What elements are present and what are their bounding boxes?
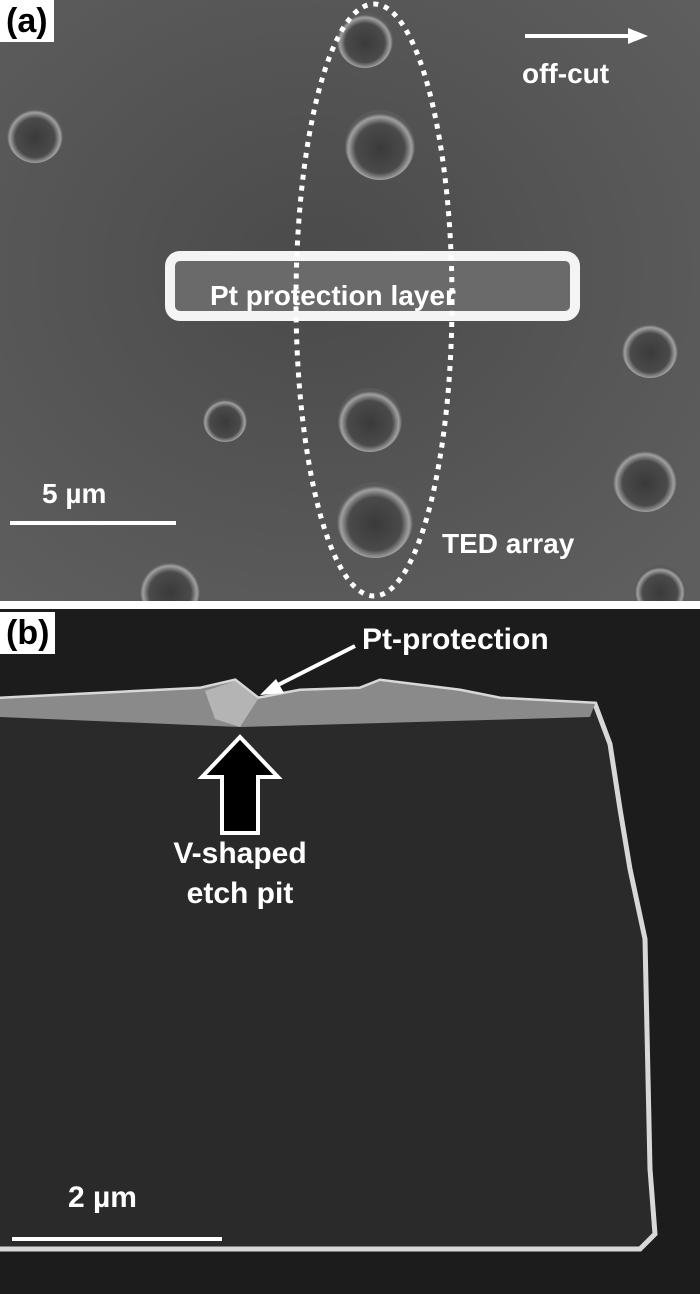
sem-panel-a: (a) off-cut Pt protection layer TED arra… (0, 0, 700, 601)
ted-array-outline (293, 1, 455, 599)
pt-layer-label: Pt protection layer (210, 280, 456, 311)
pt-protection-arrow (269, 644, 356, 691)
etch-pit-arrow (197, 734, 283, 835)
sem-image-b (0, 644, 658, 1252)
pt-protection-label: Pt-protection (362, 623, 549, 656)
sem-panel-b: (b) Pt-protection V-shaped etch pit 2 µm (0, 609, 700, 1294)
ted-array-label: TED array (442, 528, 575, 559)
sem-image-a (0, 0, 700, 601)
scale-label-b: 2 µm (68, 1181, 137, 1214)
etch-pit-label-line2: etch pit (186, 877, 294, 910)
etch-pit-label-line1: V-shaped (173, 837, 307, 870)
panel-label-a: (a) (0, 0, 54, 42)
scale-label-a: 5 µm (42, 478, 107, 509)
pt-protection-region (0, 681, 595, 727)
panel-label-b: (b) (0, 612, 56, 654)
pt-protection-layer (165, 251, 580, 321)
etch-pits (7, 12, 685, 601)
off-cut-label: off-cut (522, 58, 610, 89)
